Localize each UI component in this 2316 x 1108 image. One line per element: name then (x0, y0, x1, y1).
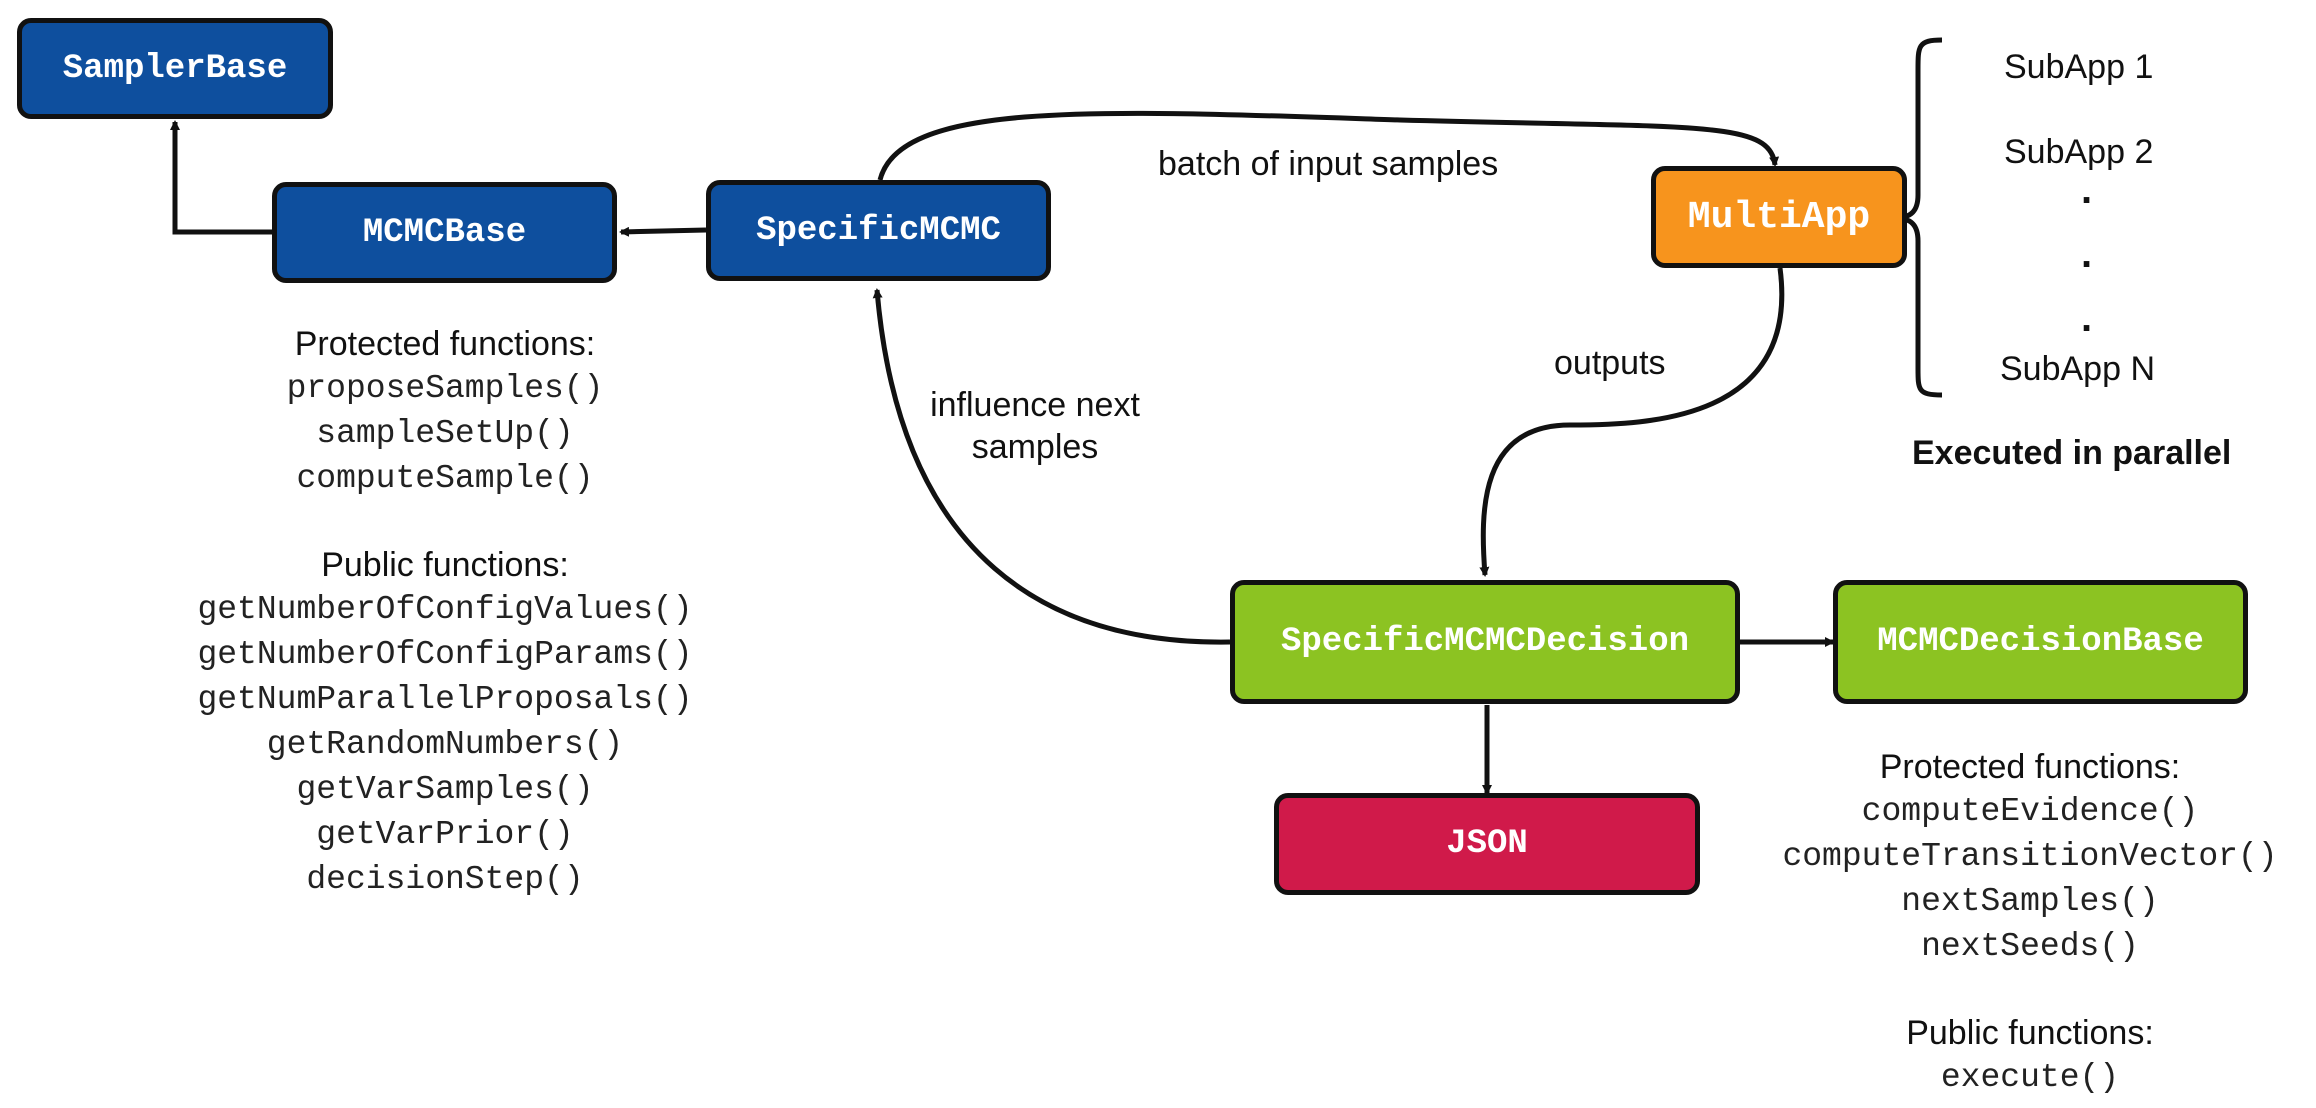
ellipsis-dot-1: . (2081, 168, 2093, 212)
function-name: getRandomNumbers() (266, 726, 624, 763)
decision-protected-title: Protected functions: (1879, 748, 2181, 786)
function-name: nextSamples() (1901, 883, 2159, 920)
mcmc-public-title: Public functions: (321, 546, 569, 584)
outputs-label: outputs (1554, 344, 1666, 382)
multiapp-box: MultiApp (1651, 166, 1907, 268)
ellipsis-dot-2: . (2081, 232, 2093, 276)
influence-label-line2: samples (971, 428, 1099, 466)
function-name: getNumberOfConfigValues() (197, 591, 693, 628)
influence-label-line1: influence next (930, 386, 1140, 424)
arrow-multiapp-to-decision (1479, 267, 1785, 577)
decision-public-title: Public functions: (1906, 1014, 2154, 1052)
mcmc-base-box: MCMCBase (272, 182, 617, 283)
function-name: getVarPrior() (316, 816, 574, 853)
subapp-n-label: SubApp N (2000, 350, 2155, 388)
function-name: computeTransitionVector() (1782, 838, 2278, 875)
function-name: proposeSamples() (286, 370, 604, 407)
sampler-base-box: SamplerBase (17, 18, 333, 119)
arrow-specificmcmc-to-multiapp (877, 110, 1780, 181)
specific-mcmc-box: SpecificMCMC (706, 180, 1051, 281)
decision-function-list: Protected functions: computeEvidence() c… (1750, 745, 2310, 1100)
function-name: getNumParallelProposals() (197, 681, 693, 718)
function-name: execute() (1940, 1059, 2120, 1096)
function-name: sampleSetUp() (316, 415, 574, 452)
subapp-1-label: SubApp 1 (2004, 48, 2154, 86)
arrow-decision-to-specificmcmc (872, 288, 1231, 645)
mcmc-function-list: Protected functions: proposeSamples() sa… (120, 322, 770, 902)
parallel-note: Executed in parallel (1912, 434, 2232, 472)
json-box: JSON (1274, 793, 1700, 895)
arrow-specificmcmc-to-mcmcbase (619, 226, 707, 237)
mcmc-protected-title: Protected functions: (294, 325, 596, 363)
function-name: nextSeeds() (1921, 928, 2139, 965)
specific-mcmc-decision-box: SpecificMCMCDecision (1230, 580, 1740, 704)
subapp-2-label: SubApp 2 (2004, 133, 2154, 171)
function-name: getNumberOfConfigParams() (197, 636, 693, 673)
ellipsis-dot-3: . (2081, 296, 2093, 340)
function-name: decisionStep() (306, 861, 584, 898)
arrow-mcmcbase-to-samplerbase (170, 120, 272, 235)
function-name: getVarSamples() (296, 771, 594, 808)
batch-label: batch of input samples (1158, 145, 1499, 183)
influence-label: influence next samples (905, 384, 1165, 468)
function-name: computeEvidence() (1861, 793, 2199, 830)
mcmc-decision-base-box: MCMCDecisionBase (1833, 580, 2248, 704)
function-name: computeSample() (296, 460, 594, 497)
